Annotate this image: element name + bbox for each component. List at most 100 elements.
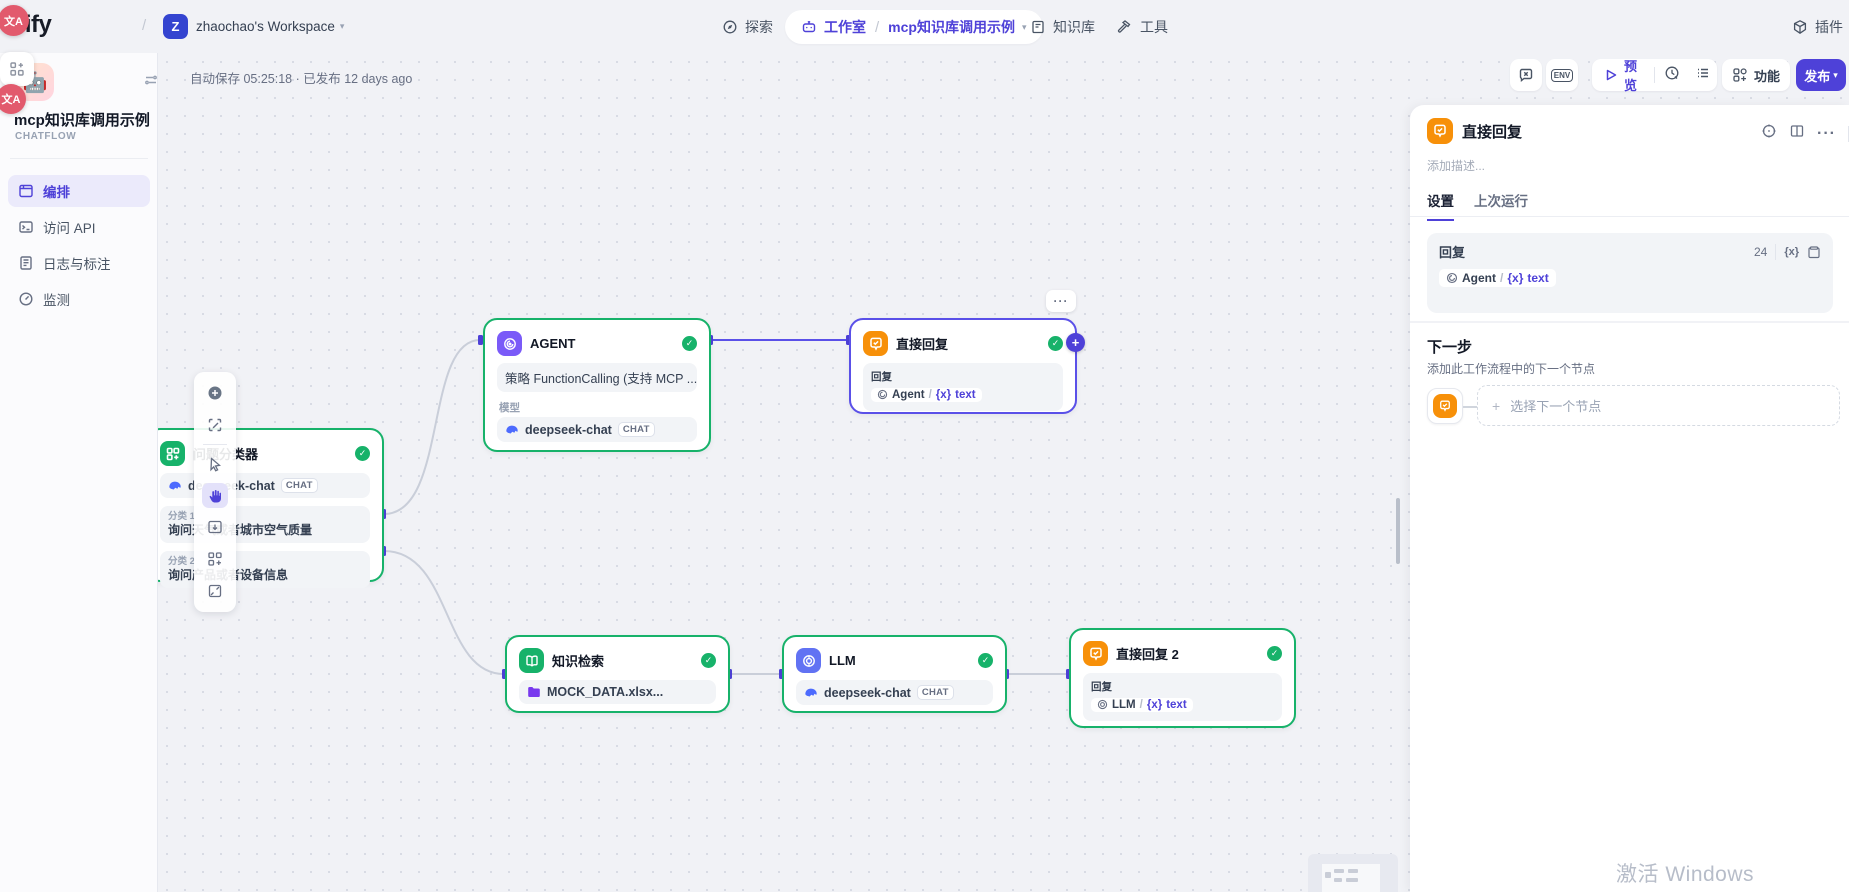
model-name: deepseek-chat — [824, 685, 911, 700]
top-header: Dify / Z zhaochao's Workspace ▾ 探索 工作室 /… — [0, 0, 1849, 53]
deepseek-icon — [169, 481, 181, 489]
classifier-model-row: deepseek-chat CHAT — [160, 473, 370, 498]
run-group: 预览 — [1592, 56, 1717, 94]
agent-model-row: deepseek-chat CHAT — [497, 417, 697, 442]
success-badge: ✓ — [978, 653, 993, 668]
sidebar-divider — [10, 158, 148, 159]
panel-node-title: 直接回复 — [1462, 123, 1523, 141]
model-mode-badge: CHAT — [617, 422, 655, 437]
toolbar-divider — [1654, 67, 1655, 83]
docs-icon[interactable] — [1789, 123, 1805, 144]
pointer-tool-button[interactable] — [202, 451, 228, 477]
copy-icon[interactable] — [1807, 245, 1821, 259]
node-more-button[interactable]: ··· — [1046, 290, 1076, 312]
direct-reply-icon — [1433, 394, 1457, 418]
sidebar-item-logs[interactable]: 日志与标注 — [8, 247, 150, 279]
minimap[interactable] — [1308, 854, 1398, 892]
book-icon — [1032, 20, 1044, 34]
node-direct-reply-2[interactable]: 直接回复 2 ✓ 回复 LLM/{x}text — [1069, 628, 1296, 728]
direct-reply-icon — [1083, 641, 1108, 666]
reply-editor[interactable]: 回复 24 {x} Agent/{x}text — [1427, 233, 1833, 313]
more-icon[interactable]: ··· — [1817, 124, 1836, 142]
nav-explore[interactable]: 探索 — [722, 11, 773, 43]
nav-current-app[interactable]: mcp知识库调用示例 ▾ — [888, 19, 1027, 35]
dataset-name: MOCK_DATA.xlsx... — [547, 685, 664, 699]
class-label: 分类 2 — [168, 556, 195, 567]
description-placeholder[interactable]: 添加描述... — [1427, 159, 1486, 173]
panel-resize-handle[interactable] — [1396, 498, 1400, 564]
node-detail-panel: 直接回复 ··· 添加描述... 设置 上次运行 回复 24 {x — [1410, 105, 1849, 892]
section-divider — [1410, 321, 1849, 323]
node-knowledge-retrieval[interactable]: 知识检索 ✓ MOCK_DATA.xlsx... — [505, 635, 730, 713]
collapse-sidebar-icon[interactable] — [144, 73, 158, 92]
env-icon: ENV — [1550, 68, 1574, 82]
chevron-down-icon: ▾ — [1833, 69, 1838, 80]
nav-plugins[interactable]: 插件 — [1792, 11, 1843, 43]
autosave-status: 自动保存 05:25:18 · 已发布 12 days ago — [190, 72, 413, 86]
classifier-class-2: 分类 2 询问产品或者设备信息 — [160, 551, 370, 588]
sidebar-item-orchestrate[interactable]: 编排 — [8, 175, 150, 207]
translate-extension-icon[interactable]: 文A — [0, 5, 29, 36]
hand-tool-button[interactable] — [202, 482, 228, 509]
deepseek-icon — [805, 688, 817, 696]
variable-chip: Agent/{x}text — [871, 387, 982, 402]
node-question-classifier[interactable]: 问题分类器 ✓ deepseek-chat CHAT 分类 1 询问天气或者城市… — [146, 428, 384, 588]
workspace-selector[interactable]: zhaochao's Workspace ▾ — [196, 19, 345, 34]
preview-button[interactable]: 预览 — [1592, 56, 1654, 94]
windows-activation-watermark: 激活 Windows — [1616, 863, 1755, 886]
features-icon — [1733, 68, 1747, 82]
next-step-subtitle: 添加此工作流程中的下一个节点 — [1427, 362, 1596, 376]
success-badge: ✓ — [682, 336, 697, 351]
node-llm[interactable]: LLM ✓ deepseek-chat CHAT — [782, 635, 1007, 713]
palette-divider — [203, 443, 227, 445]
node-agent[interactable]: AGENT ✓ 策略 FunctionCalling (支持 MCP ... 模… — [483, 318, 711, 452]
variable-chip[interactable]: Agent/{x}text — [1439, 269, 1556, 287]
nav-tools[interactable]: 工具 — [1117, 11, 1168, 43]
sidebar-item-api[interactable]: 访问 API — [8, 211, 150, 243]
add-node-button[interactable] — [202, 380, 228, 406]
translate-extension-icon[interactable]: 文A — [0, 84, 26, 114]
success-badge: ✓ — [701, 653, 716, 668]
sidebar-item-monitoring[interactable]: 监测 — [8, 283, 150, 315]
run-history-button[interactable] — [1655, 65, 1689, 86]
reply-label: 回复 — [1091, 681, 1112, 693]
reply-preview: 回复 LLM/{x}text — [1083, 673, 1282, 721]
publish-button[interactable]: 发布▾ — [1796, 59, 1846, 91]
tab-last-run[interactable]: 上次运行 — [1474, 194, 1528, 209]
fit-view-button[interactable] — [202, 578, 228, 604]
reply-label: 回复 — [871, 371, 892, 383]
deepseek-icon — [506, 425, 518, 433]
reply-preview: 回复 Agent/{x}text — [863, 363, 1063, 411]
node-direct-reply[interactable]: 直接回复 ✓ + 回复 Agent/{x}text — [849, 318, 1085, 414]
model-mode-badge: CHAT — [280, 478, 318, 493]
locate-node-icon[interactable] — [1761, 123, 1777, 144]
chevron-down-icon: ▾ — [339, 21, 345, 31]
restore-button[interactable] — [1510, 59, 1542, 91]
app-sidebar: 🤖 mcp知识库调用示例 CHATFLOW 编排 访问 API 日志与标注 监测 — [0, 53, 158, 892]
gauge-icon — [19, 292, 33, 306]
screenshot-extension-icon[interactable] — [0, 52, 34, 86]
success-badge: ✓ — [1267, 646, 1282, 661]
model-mode-badge: CHAT — [916, 685, 954, 700]
nav-knowledge[interactable]: 知识库 — [1030, 11, 1095, 43]
node-title: 直接回复 2 — [1116, 647, 1179, 662]
tab-settings[interactable]: 设置 — [1427, 190, 1454, 221]
class-label: 分类 1 — [168, 511, 195, 522]
env-variables-button[interactable]: ENV — [1546, 59, 1578, 91]
checklist-button[interactable] — [1689, 65, 1717, 86]
insert-variable-icon[interactable]: {x} — [1784, 245, 1799, 258]
logs-icon — [20, 256, 32, 270]
workspace-avatar: Z — [163, 14, 188, 39]
features-button[interactable]: 功能 — [1722, 59, 1790, 91]
add-block-button[interactable] — [202, 546, 228, 572]
add-next-node-button[interactable]: + — [1066, 333, 1085, 352]
organize-blocks-button[interactable] — [202, 514, 228, 540]
terminal-icon — [19, 221, 33, 233]
select-next-node-button[interactable]: + 选择下一个节点 — [1477, 385, 1840, 426]
app-type-badge: CHATFLOW — [15, 131, 77, 142]
strategy-text: 策略 FunctionCalling (支持 MCP ... — [505, 372, 697, 386]
direct-reply-icon — [1427, 118, 1453, 144]
add-note-button[interactable] — [202, 412, 228, 438]
nav-studio[interactable]: 工作室 — [801, 17, 866, 37]
